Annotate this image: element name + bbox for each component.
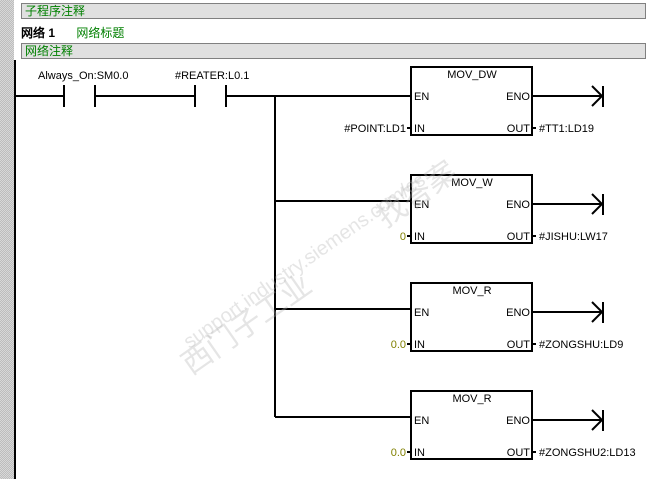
instruction-box[interactable]: MOV_R EN ENO IN OUT 0.0 #ZONGSHU2:LD13 <box>275 390 636 460</box>
in-pin: IN <box>414 447 425 459</box>
box-title: MOV_R <box>452 393 491 405</box>
eno-pin: ENO <box>506 91 530 103</box>
network-title[interactable]: 网络标题 <box>76 26 125 40</box>
box-outline <box>410 282 533 352</box>
in-operand[interactable]: #POINT:LD1 <box>344 123 406 135</box>
out-pin: OUT <box>507 123 531 135</box>
en-pin: EN <box>414 415 429 427</box>
instruction-box[interactable]: MOV_W EN ENO IN OUT 0 #JISHU:LW17 <box>275 174 608 244</box>
box-outline <box>410 66 533 136</box>
en-pin: EN <box>414 199 429 211</box>
box-title: MOV_W <box>451 177 493 189</box>
eno-pin: ENO <box>506 307 530 319</box>
eno-pin: ENO <box>506 415 530 427</box>
box-title: MOV_DW <box>447 69 497 81</box>
box-outline <box>410 390 533 460</box>
network-header: 网络 1 网络标题 <box>21 25 124 41</box>
in-pin: IN <box>414 231 425 243</box>
in-operand[interactable]: 0.0 <box>391 339 406 351</box>
out-operand[interactable]: #TT1:LD19 <box>539 123 594 135</box>
eno-pin: ENO <box>506 199 530 211</box>
out-operand[interactable]: #ZONGSHU:LD9 <box>539 339 623 351</box>
out-pin: OUT <box>507 231 531 243</box>
left-gutter <box>0 0 14 479</box>
contact-operand[interactable]: #REATER:L0.1 <box>175 70 249 82</box>
en-pin: EN <box>414 307 429 319</box>
contact-operand[interactable]: Always_On:SM0.0 <box>38 70 128 82</box>
subroutine-comment[interactable]: 子程序注释 <box>21 3 646 19</box>
box-title: MOV_R <box>452 285 491 297</box>
in-pin: IN <box>414 123 425 135</box>
network-label: 网络 1 <box>21 26 56 40</box>
in-operand[interactable]: 0.0 <box>391 447 406 459</box>
network-comment[interactable]: 网络注释 <box>21 43 646 59</box>
instruction-box[interactable]: MOV_DW EN ENO IN OUT #POINT:LD1 #TT1:LD19 <box>344 66 604 136</box>
out-pin: OUT <box>507 339 531 351</box>
in-pin: IN <box>414 339 425 351</box>
instruction-box[interactable]: MOV_R EN ENO IN OUT 0.0 #ZONGSHU:LD9 <box>275 282 623 352</box>
box-outline <box>410 174 533 244</box>
out-pin: OUT <box>507 447 531 459</box>
out-operand[interactable]: #JISHU:LW17 <box>539 231 608 243</box>
en-pin: EN <box>414 91 429 103</box>
out-operand[interactable]: #ZONGSHU2:LD13 <box>539 447 636 459</box>
in-operand[interactable]: 0 <box>400 231 406 243</box>
